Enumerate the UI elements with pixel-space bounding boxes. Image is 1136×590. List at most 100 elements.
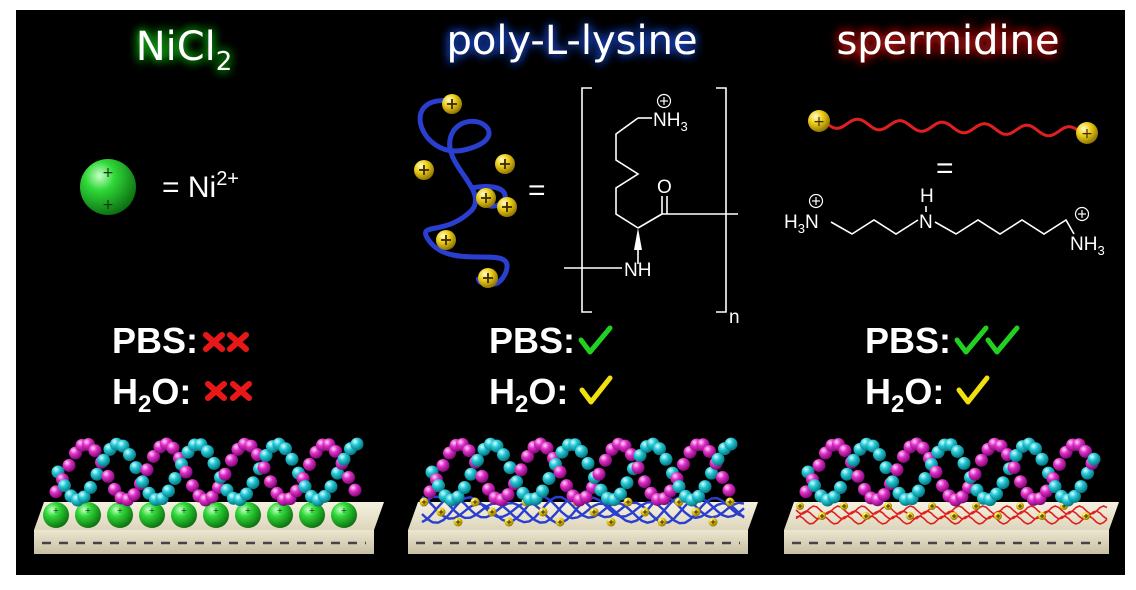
plus-bead — [884, 502, 892, 510]
backbone-sphere — [877, 488, 891, 502]
backbone-sphere — [147, 449, 160, 463]
backbone-sphere — [348, 483, 362, 497]
spermidine-chain-icon — [825, 117, 1081, 138]
check-icon — [956, 375, 990, 405]
backbone-sphere — [350, 437, 364, 451]
plus-bead — [862, 512, 870, 520]
polylysine-plus-beads — [414, 94, 517, 288]
backbone-sphere — [540, 441, 554, 455]
plus-bead — [623, 497, 633, 507]
backbone-sphere — [218, 467, 232, 481]
spermidine-equals: = — [936, 152, 954, 185]
plus-bead — [414, 160, 434, 180]
svg-text:+: + — [277, 506, 284, 515]
spermidine-structure: H3N H N NH3 — [784, 186, 1105, 258]
backbone-sphere — [225, 453, 238, 467]
check-icon — [579, 375, 613, 405]
amide-nh-label: NH — [624, 260, 651, 281]
backbone-sphere — [140, 463, 154, 477]
nickel-equals-label: = Ni2+ — [162, 168, 239, 204]
plus-bead — [470, 497, 480, 507]
h2o-label: H2O: — [112, 371, 191, 418]
spermidine-end-bead-right: + — [1076, 122, 1098, 144]
backbone-sphere — [1035, 452, 1049, 466]
backbone-sphere — [955, 490, 969, 504]
backbone-sphere — [503, 461, 517, 475]
backbone-sphere — [205, 490, 219, 504]
backbone-sphere — [990, 487, 1003, 501]
backbone-sphere — [329, 444, 342, 458]
plus-bead — [606, 517, 616, 527]
cross-icon — [227, 332, 249, 352]
svg-text:+: + — [181, 506, 188, 515]
backbone-sphere — [724, 437, 738, 451]
backbone-sphere — [692, 489, 705, 503]
backbone-sphere — [451, 490, 465, 504]
backbone-sphere — [475, 469, 489, 483]
plus-bead — [708, 517, 718, 527]
backbone-sphere — [581, 456, 595, 470]
backbone-sphere — [620, 476, 634, 490]
plus-bead — [419, 497, 429, 507]
backbone-sphere — [698, 480, 712, 494]
backbone-sphere — [996, 476, 1010, 490]
dna-surface-spermidine — [784, 437, 1119, 554]
backbone-sphere — [553, 465, 567, 479]
svg-text:+: + — [85, 506, 92, 515]
backbone-sphere — [722, 483, 736, 497]
backbone-sphere — [873, 448, 886, 462]
nickel-ion-icon: + — [171, 502, 197, 528]
backbone-sphere — [179, 465, 193, 479]
backbone-sphere — [123, 448, 136, 462]
backbone-sphere — [129, 461, 143, 475]
svg-text:+: + — [149, 506, 156, 515]
backbone-sphere — [257, 461, 271, 475]
svg-text:+: + — [341, 506, 348, 515]
plus-bead — [436, 230, 456, 250]
backbone-sphere — [886, 475, 899, 489]
figure-canvas: NiCl2 poly-L-lysine spermidine + + = Ni2… — [34, 18, 1119, 554]
backbone-sphere — [951, 444, 964, 458]
spermidine-end-bead-left: + — [808, 110, 830, 132]
backbone-sphere — [579, 490, 593, 504]
check-icon — [954, 325, 989, 355]
plus-bead — [476, 188, 496, 208]
backbone-sphere — [436, 458, 450, 472]
repeat-unit-n: n — [729, 307, 740, 328]
backbone-sphere — [318, 489, 331, 503]
backbone-sphere — [916, 441, 930, 455]
positive-charge-icon — [656, 93, 672, 109]
svg-text:+: + — [53, 506, 60, 515]
plus-bead — [928, 502, 936, 510]
backbone-sphere — [62, 458, 76, 472]
backbone-sphere — [851, 469, 865, 483]
h2o-label: H2O: — [489, 371, 568, 418]
nickel-ion-icon: + + — [80, 159, 136, 215]
backbone-sphere — [631, 461, 645, 475]
plus-bead — [906, 512, 914, 520]
backbone-sphere — [337, 452, 351, 466]
backbone-sphere — [514, 463, 528, 477]
backbone-sphere — [638, 475, 651, 489]
backbone-sphere — [1068, 489, 1081, 503]
backbone-sphere — [968, 467, 982, 481]
plus-bead — [442, 94, 462, 114]
backbone-sphere — [501, 488, 515, 502]
backbone-sphere — [331, 466, 344, 480]
backbone-sphere — [975, 453, 988, 467]
nickel-ion-icon: + — [139, 502, 165, 528]
cross-icon — [230, 381, 252, 401]
backbone-sphere — [259, 449, 273, 463]
plus-bead — [950, 512, 958, 520]
plus-bead — [818, 512, 826, 520]
plus-bead — [538, 507, 548, 517]
backbone-sphere — [659, 452, 673, 466]
backbone-sphere — [497, 448, 510, 462]
svg-text:+: + — [813, 114, 825, 130]
nickel-ion-icon: + — [107, 502, 133, 528]
backbone-sphere — [510, 475, 523, 489]
results-spermidine: PBS: H2O: — [865, 320, 1020, 418]
backbone-sphere — [240, 487, 253, 501]
nickel-ion-icon: + — [43, 502, 69, 528]
backbone-sphere — [464, 467, 478, 481]
